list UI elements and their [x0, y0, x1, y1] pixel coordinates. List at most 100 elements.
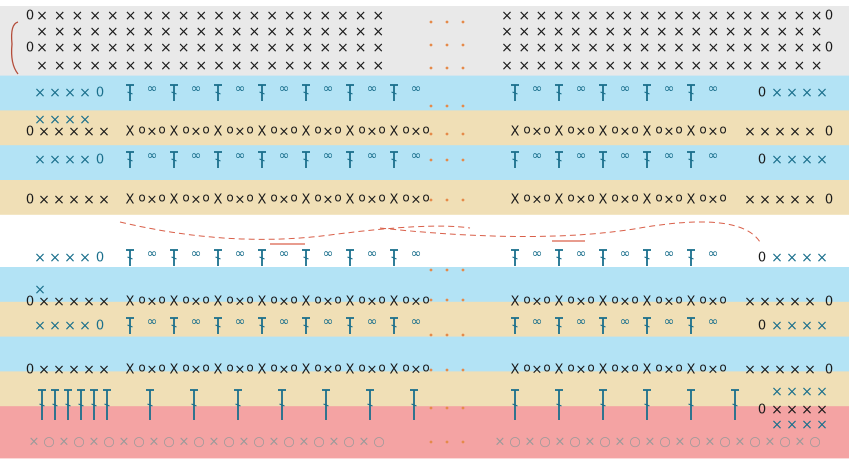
chain-stitch: o	[567, 191, 574, 205]
cross-stitch: X	[346, 295, 355, 310]
chain-stitch: 0	[26, 125, 34, 140]
continuation-dot	[445, 104, 449, 108]
single-crochet: ×	[786, 250, 798, 266]
chain-stitch: o	[246, 191, 253, 205]
single-crochet: ×	[299, 435, 310, 450]
chain-pair: ∞	[532, 82, 543, 97]
double-crochet-slash	[556, 403, 562, 407]
single-crochet: ×	[786, 318, 798, 334]
single-crochet: ×	[501, 40, 513, 56]
chain-pair: ∞	[664, 315, 675, 330]
double-crochet-slash	[391, 256, 397, 260]
single-crochet: ×	[744, 124, 756, 140]
cross-stitch: X	[214, 125, 223, 140]
band-tan	[0, 180, 849, 198]
single-crochet: ×	[639, 24, 651, 40]
cross-stitch: X	[170, 125, 179, 140]
chain-pair: ∞	[620, 149, 631, 164]
cross-stitch: X	[214, 193, 223, 208]
single-crochet: ×	[690, 58, 702, 74]
double-crochet-slash	[147, 403, 153, 407]
chain-stitch: o	[675, 361, 682, 375]
continuation-dot	[429, 368, 433, 372]
single-crochet: ×	[68, 124, 80, 140]
cross-stitch: X	[390, 295, 399, 310]
single-crochet: ×	[147, 193, 158, 208]
chain-pair: ∞	[191, 149, 202, 164]
cross-stitch: X	[126, 363, 135, 378]
chain-pair: ∞	[708, 149, 719, 164]
single-crochet: ×	[620, 295, 631, 310]
double-crochet-slash	[91, 403, 97, 407]
chain-pair: ∞	[664, 149, 675, 164]
continuation-dot	[461, 333, 465, 337]
double-crochet-slash	[688, 256, 694, 260]
single-crochet: ×	[664, 193, 675, 208]
single-crochet: ×	[323, 125, 334, 140]
chain-stitch: o	[158, 361, 165, 375]
single-crochet: ×	[759, 8, 771, 24]
single-crochet: ×	[147, 295, 158, 310]
single-crochet: ×	[231, 24, 243, 40]
single-crochet: ×	[125, 8, 137, 24]
chain-pair: ∞	[708, 247, 719, 262]
single-crochet: ×	[816, 152, 828, 168]
chain-pair: ∞	[664, 82, 675, 97]
single-crochet: ×	[337, 8, 349, 24]
single-crochet: ×	[195, 40, 207, 56]
chain-pair: ∞	[532, 247, 543, 262]
section-break-line	[379, 221, 761, 243]
chain-stitch: o	[290, 191, 297, 205]
chain-stitch: 0	[825, 363, 833, 378]
single-crochet: ×	[235, 125, 246, 140]
chain-stitch: o	[314, 293, 321, 307]
chain-stitch: 0	[26, 295, 34, 310]
band-tan	[0, 319, 849, 338]
single-crochet: ×	[107, 8, 119, 24]
cross-stitch: X	[687, 193, 696, 208]
chain-pair: ∞	[576, 149, 587, 164]
single-crochet: ×	[789, 294, 801, 310]
chain-stitch: o	[587, 123, 594, 137]
continuation-dot	[461, 158, 465, 162]
continuation-dot	[445, 43, 449, 47]
single-crochet: ×	[656, 58, 668, 74]
band-blue	[0, 93, 849, 111]
chain-pair: ∞	[191, 82, 202, 97]
chain-stitch: 0	[96, 86, 104, 101]
single-crochet: ×	[266, 24, 278, 40]
single-crochet: ×	[771, 250, 783, 266]
double-crochet-slash	[347, 256, 353, 260]
continuation-dot	[445, 368, 449, 372]
section-break-line	[119, 221, 471, 240]
chain-stitch: 0	[758, 251, 766, 266]
single-crochet: ×	[786, 402, 798, 418]
chain-stitch: ○	[629, 435, 640, 450]
chain-pair: ∞	[235, 247, 246, 262]
cross-stitch: X	[687, 363, 696, 378]
chain-stitch: ○	[73, 435, 84, 450]
single-crochet: ×	[759, 124, 771, 140]
double-crochet-slash	[688, 91, 694, 95]
single-crochet: ×	[195, 58, 207, 74]
continuation-dot	[445, 298, 449, 302]
chain-stitch: o	[290, 293, 297, 307]
chain-stitch: o	[202, 191, 209, 205]
double-crochet-slash	[171, 91, 177, 95]
chain-stitch: o	[290, 123, 297, 137]
single-crochet: ×	[72, 58, 84, 74]
chain-stitch: o	[358, 361, 365, 375]
double-crochet-slash	[688, 324, 694, 328]
band-blue	[0, 145, 849, 164]
single-crochet: ×	[759, 192, 771, 208]
continuation-dot	[461, 368, 465, 372]
single-crochet: ×	[64, 250, 76, 266]
cross-stitch: X	[511, 295, 520, 310]
continuation-dot	[461, 132, 465, 136]
single-crochet: ×	[725, 8, 737, 24]
single-crochet: ×	[107, 40, 119, 56]
single-crochet: ×	[213, 58, 225, 74]
chain-stitch: o	[246, 361, 253, 375]
single-crochet: ×	[536, 24, 548, 40]
